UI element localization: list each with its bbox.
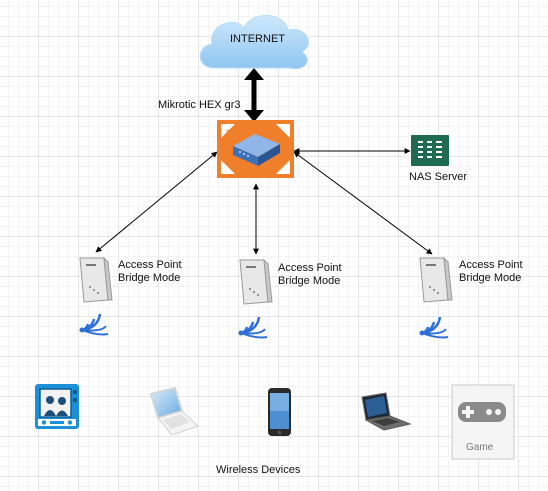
access-point-3-icon (419, 256, 453, 303)
router-ap3-link (293, 151, 433, 255)
access-point-1-line1: Access Point (118, 259, 182, 271)
internet-router-arrow-down (244, 110, 264, 122)
router-label: Mikrotic HEX gr3 (158, 99, 241, 111)
wifi-signal-1-icon (79, 313, 109, 336)
wifi-signal-3-icon (419, 316, 449, 339)
nas-server-icon (411, 135, 449, 166)
nas-server-label: NAS Server (409, 171, 468, 183)
black-laptop-icon (361, 392, 412, 431)
router-ap1-link (95, 151, 218, 253)
wifi-signal-2-icon (238, 316, 268, 339)
internet-label: INTERNET (230, 33, 285, 45)
wireless-devices-caption: Wireless Devices (216, 464, 301, 476)
smartphone-icon (268, 388, 291, 436)
access-point-2-line1: Access Point (278, 262, 342, 274)
game-controller-icon (451, 384, 515, 460)
internet-cloud-icon (199, 15, 309, 70)
access-point-2-label: Access Point Bridge Mode (278, 262, 342, 288)
router-icon (217, 120, 294, 178)
access-point-3-line2: Bridge Mode (459, 272, 522, 284)
access-point-3-line1: Access Point (459, 259, 523, 271)
tv-monitor-icon (35, 384, 79, 429)
access-point-3-label: Access Point Bridge Mode (459, 259, 523, 285)
access-point-1-line2: Bridge Mode (118, 272, 181, 284)
access-point-1-label: Access Point Bridge Mode (118, 259, 182, 285)
access-point-2-icon (239, 258, 273, 305)
access-point-2-line2: Bridge Mode (278, 275, 341, 287)
connections (95, 68, 433, 255)
internet-router-arrow-up (244, 68, 264, 80)
access-point-1-icon (79, 256, 113, 303)
white-laptop-icon (149, 386, 199, 436)
game-label: Game (466, 442, 494, 453)
